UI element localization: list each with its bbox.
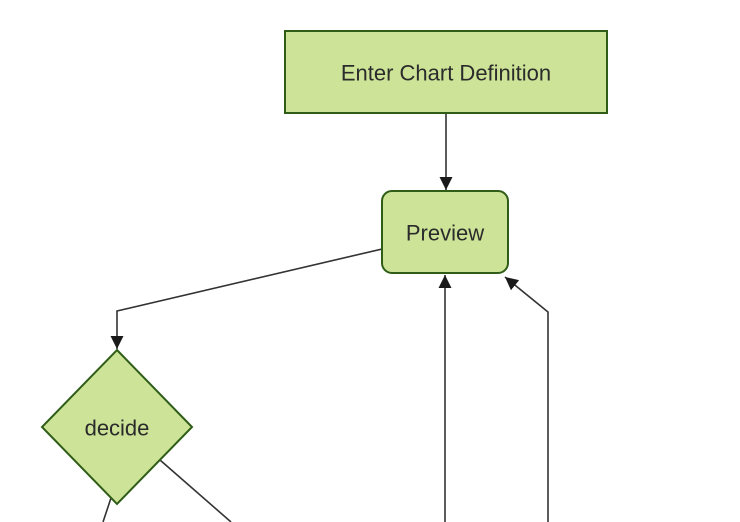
edge-preview-to-decide bbox=[110, 248, 383, 349]
node-enter-chart-definition-label: Enter Chart Definition bbox=[341, 61, 551, 86]
node-enter-chart-definition: Enter Chart Definition bbox=[284, 30, 608, 114]
node-preview: Preview bbox=[381, 190, 509, 274]
edge-decide-to-offscreen-bottom-right bbox=[159, 459, 232, 522]
node-decide-shape bbox=[40, 348, 194, 506]
edge-offscreen-bottom-right-to-preview bbox=[504, 276, 549, 522]
edge-decide-to-offscreen-bottom-left bbox=[102, 497, 112, 522]
node-preview-label: Preview bbox=[406, 221, 484, 246]
node-enter-chart-definition-shape bbox=[284, 30, 608, 114]
node-decide: decide bbox=[40, 348, 194, 506]
node-decide-label: decide bbox=[85, 416, 150, 441]
node-preview-shape bbox=[381, 190, 509, 274]
